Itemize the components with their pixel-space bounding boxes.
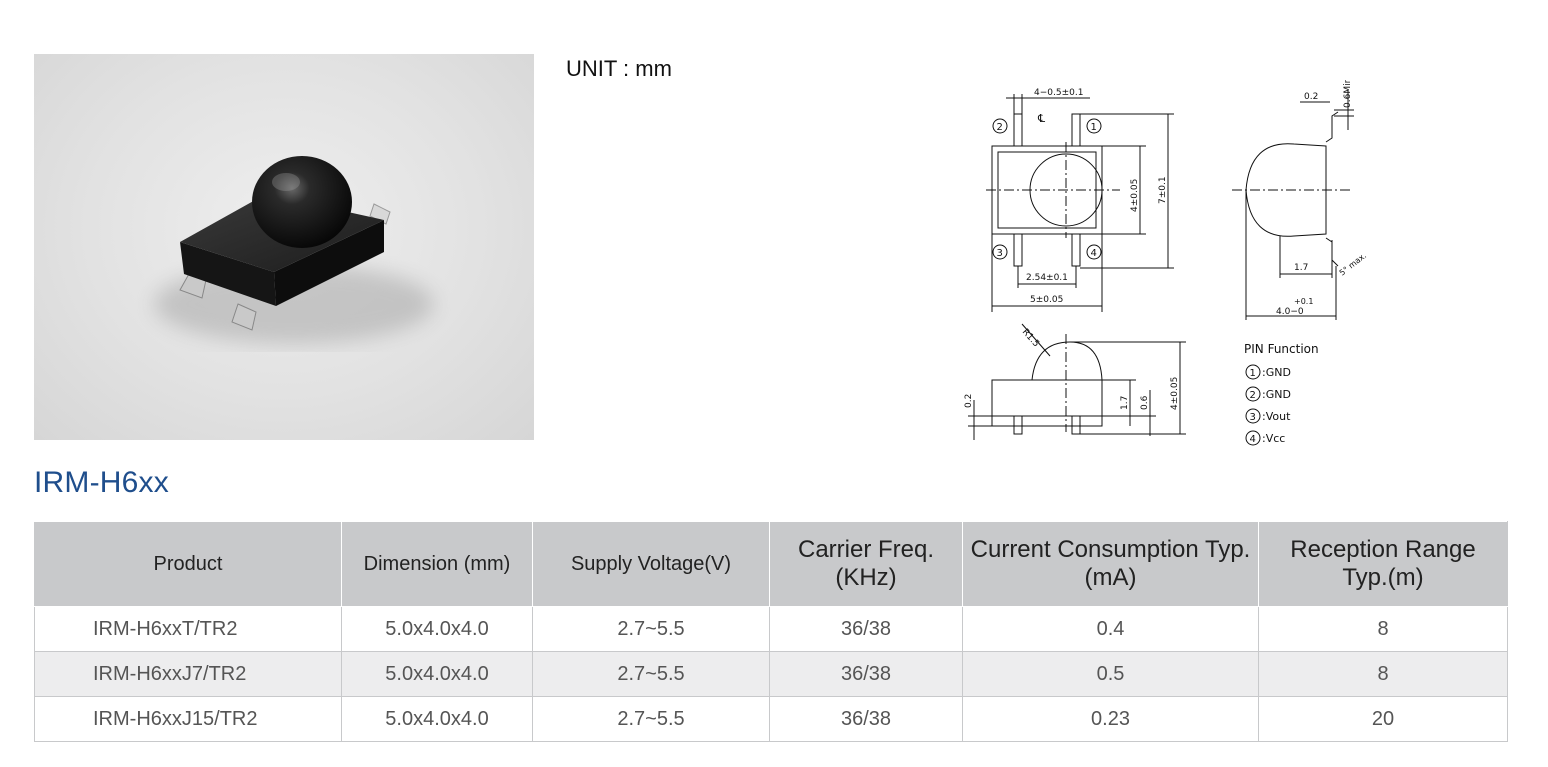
cell-supply-voltage: 2.7~5.5 [532,651,770,697]
product-title: IRM-H6xx [34,466,169,499]
dim-pin-width: 4−0.5±0.1 [1034,88,1083,98]
cell-product: IRM-H6xxJ15/TR2 [34,696,342,742]
spec-table: Product Dimension (mm) Supply Voltage(V)… [34,521,1508,742]
unit-label: UNIT : mm [566,56,672,81]
dim-depth-upper: +0.1 [1294,297,1313,306]
dim-body-height: 4±0.05 [1130,179,1140,212]
legend-pin-4-function: :Vcc [1262,432,1285,445]
legend-pin-1-function: :GND [1262,366,1291,379]
cell-dimension: 5.0x4.0x4.0 [341,651,533,697]
dim-angle: 5° max. [1338,251,1368,278]
cell-carrier-freq: 36/38 [769,651,963,697]
product-photo [34,54,534,440]
cell-reception-range: 8 [1258,651,1508,697]
dim-body-width: 5±0.05 [1030,295,1063,305]
cell-current-consumption: 0.4 [962,606,1259,652]
header-carrier-freq: Carrier Freq. (KHz) [769,521,963,607]
header-supply-voltage: Supply Voltage(V) [532,521,770,607]
dim-side-height: 4±0.05 [1170,377,1180,410]
header-product: Product [34,521,342,607]
side-view: 0.2 0.6Min. 1.7 5° max. +0.1 4.0−0 [1232,75,1368,320]
dim-depth-main: 4.0−0 [1276,307,1304,317]
legend-pin-4: 4 [1250,434,1256,445]
cell-current-consumption: 0.23 [962,696,1259,742]
pin-1-label: 1 [1091,122,1097,133]
cell-supply-voltage: 2.7~5.5 [532,606,770,652]
legend-pin-1: 1 [1250,368,1256,379]
cell-current-consumption: 0.5 [962,651,1259,697]
pin-function-title: PIN Function [1244,342,1319,356]
dim-pitch: 2.54±0.1 [1026,273,1068,283]
cell-supply-voltage: 2.7~5.5 [532,696,770,742]
pin-4-label: 4 [1091,248,1097,259]
legend-pin-2: 2 [1250,390,1256,401]
cell-product: IRM-H6xxT/TR2 [34,606,342,652]
table-header-row: Product Dimension (mm) Supply Voltage(V)… [34,521,1508,607]
dim-radius: R1.5 [1020,327,1041,349]
pin-3-label: 3 [997,248,1003,259]
top-view: 4−0.5±0.1 ℄ 4±0.05 7±0.1 2.54±0.1 5±0.05… [986,88,1174,312]
dim-side-1-7: 1.7 [1120,396,1130,410]
cell-carrier-freq: 36/38 [769,606,963,652]
dim-overall-height: 7±0.1 [1158,176,1168,204]
header-reception-range: Reception Range Typ.(m) [1258,521,1508,607]
legend-pin-2-function: :GND [1262,388,1291,401]
front-view: R1.5 0.2 1.7 0.6 4±0.05 [964,323,1186,440]
dim-centerline: ℄ [1037,112,1045,125]
ir-receiver-photo [154,156,434,344]
legend-pin-3: 3 [1250,412,1256,423]
table-row: IRM-H6xxJ15/TR2 5.0x4.0x4.0 2.7~5.5 36/3… [34,696,1508,742]
header-dimension: Dimension (mm) [341,521,533,607]
table-row: IRM-H6xxJ7/TR2 5.0x4.0x4.0 2.7~5.5 36/38… [34,651,1508,697]
cell-product: IRM-H6xxJ7/TR2 [34,651,342,697]
dim-side-lead: 0.2 [964,394,974,408]
table-row: IRM-H6xxT/TR2 5.0x4.0x4.0 2.7~5.5 36/38 … [34,606,1508,652]
dim-lead-thickness: 0.2 [1304,92,1318,102]
cell-reception-range: 20 [1258,696,1508,742]
dim-lead-min: 0.6Min. [1343,80,1353,108]
pin-2-label: 2 [997,122,1003,133]
technical-drawing: 4−0.5±0.1 ℄ 4±0.05 7±0.1 2.54±0.1 5±0.05… [950,75,1410,465]
cell-dimension: 5.0x4.0x4.0 [341,696,533,742]
cell-reception-range: 8 [1258,606,1508,652]
dimension-drawing: 4−0.5±0.1 ℄ 4±0.05 7±0.1 2.54±0.1 5±0.05… [964,75,1368,446]
dim-side-0-6: 0.6 [1140,395,1150,410]
pin-function-legend: PIN Function 1 :GND 2 :GND 3 :Vout 4 :Vc… [1244,342,1319,446]
legend-pin-3-function: :Vout [1262,410,1291,423]
header-current-consumption: Current Consumption Typ. (mA) [962,521,1259,607]
dim-lens-offset: 1.7 [1294,263,1308,273]
cell-dimension: 5.0x4.0x4.0 [341,606,533,652]
cell-carrier-freq: 36/38 [769,696,963,742]
